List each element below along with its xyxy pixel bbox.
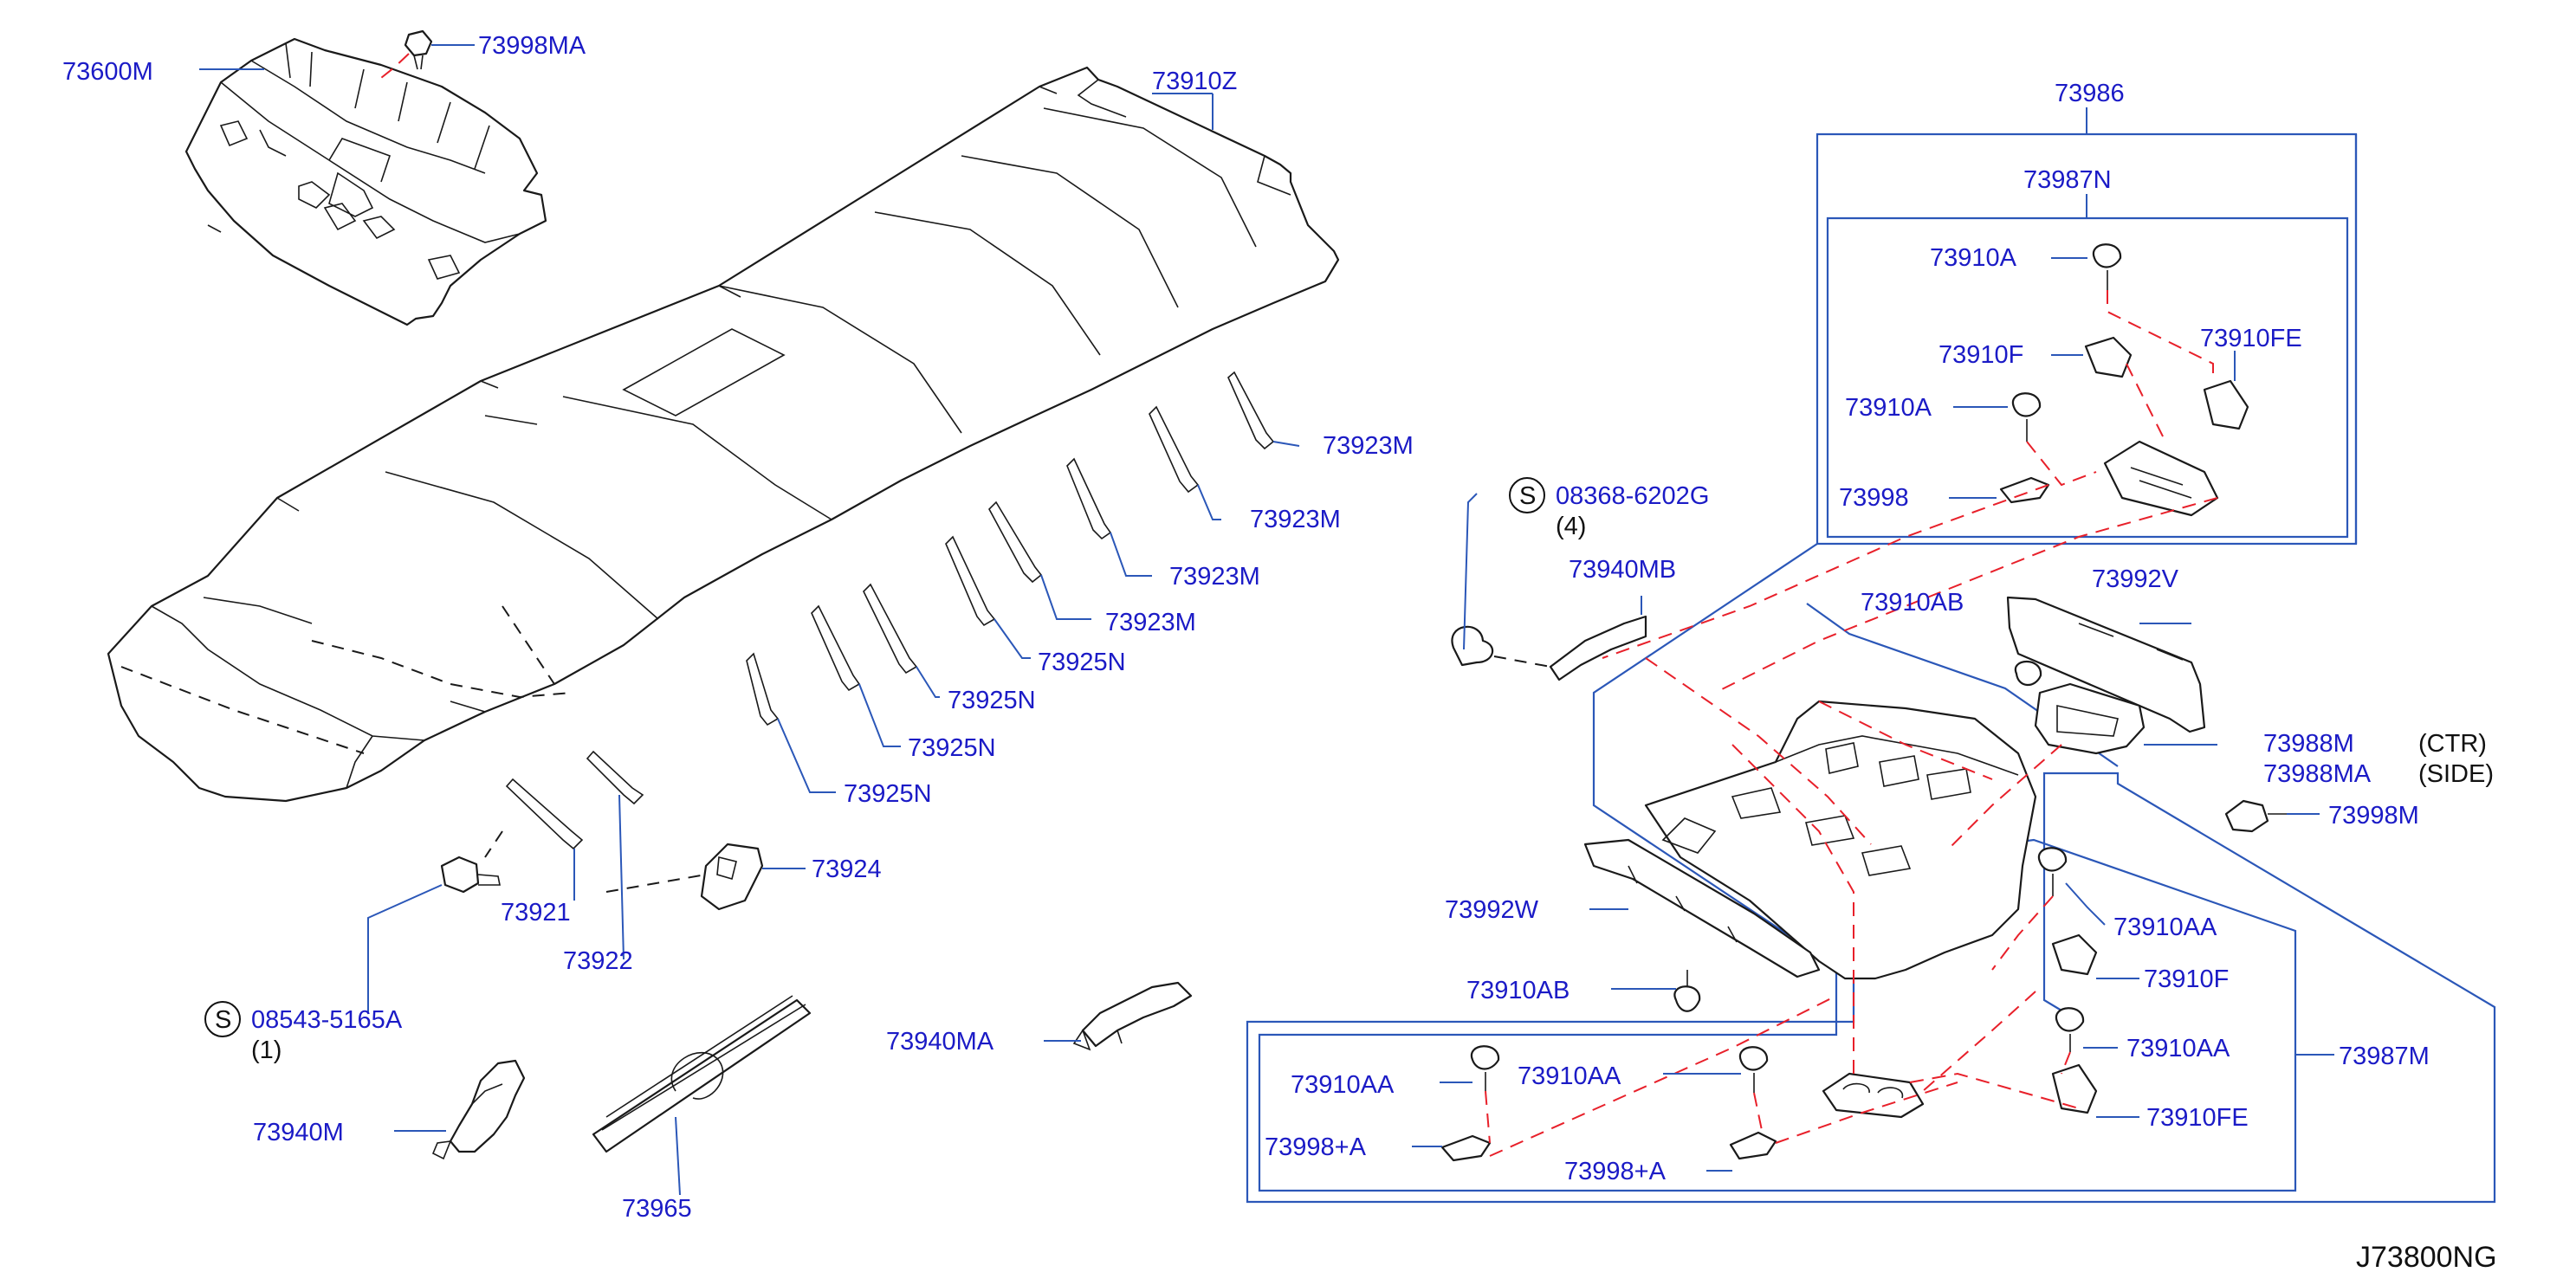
label-73910a-2: 73910A xyxy=(1845,394,1932,422)
fastener-73910aa-c xyxy=(2037,847,2068,896)
label-73923m-1: 73923M xyxy=(1323,432,1414,460)
box-73987n xyxy=(1826,194,2349,539)
screw-08368 xyxy=(1451,625,1551,668)
leader-lines xyxy=(199,44,2320,1196)
label-08368: 08368-6202G xyxy=(1556,482,1709,510)
s-mark-08543 xyxy=(204,1001,241,1037)
fastener-73910aa-b xyxy=(1738,1046,1769,1093)
label-73910aa-4: 73910AA xyxy=(2126,1035,2230,1062)
assembly-lines xyxy=(1485,290,2218,1157)
label-73910ab-1: 73910AB xyxy=(1861,589,1964,617)
overhead-console-73986 xyxy=(1644,700,2037,980)
box-73987m xyxy=(1258,838,2334,1192)
label-73992w: 73992W xyxy=(1445,896,1539,924)
label-73986: 73986 xyxy=(2055,80,2125,107)
rear-panel-73600m xyxy=(184,37,547,326)
label-73910aa-3: 73910AA xyxy=(2113,914,2217,941)
label-08543-qty: (1) xyxy=(251,1036,282,1064)
handle-73940mb xyxy=(1549,615,1647,681)
label-73988ma: 73988MA xyxy=(2263,760,2372,788)
label-73910fe-1: 73910FE xyxy=(2200,325,2302,352)
clip-73998ma-top xyxy=(380,29,433,79)
label-73987n: 73987N xyxy=(2023,166,2112,194)
clip-73910f-upper xyxy=(2084,336,2133,378)
label-73924: 73924 xyxy=(812,856,882,883)
handle-73940ma xyxy=(1072,981,1193,1051)
clip-73910ab-lower xyxy=(1673,970,1701,1012)
label-73910aa-1: 73910AA xyxy=(1291,1071,1395,1099)
label-73998ma-top: 73998MA xyxy=(478,32,586,60)
clip-73998pa-b xyxy=(1729,1131,1777,1160)
label-73910z: 73910Z xyxy=(1152,68,1237,95)
clip-73910fe-upper xyxy=(2203,379,2249,430)
label-73987m: 73987M xyxy=(2339,1043,2430,1070)
headlining-73910z xyxy=(107,66,1340,803)
clip-73910ab-upper xyxy=(2014,661,2042,687)
handle-73940m xyxy=(431,1059,526,1160)
label-73923m-2: 73923M xyxy=(1250,506,1341,533)
screw-08543 xyxy=(440,856,501,894)
label-73940ma: 73940MA xyxy=(886,1028,994,1056)
label-ctr: (CTR) xyxy=(2418,730,2487,758)
label-73923m-3: 73923M xyxy=(1169,563,1260,591)
label-73998pa-1: 73998+A xyxy=(1265,1133,1367,1161)
label-73925n-4: 73925N xyxy=(844,780,932,808)
strap-73923m-group xyxy=(988,371,1275,584)
clip-73998pa-a xyxy=(1440,1134,1492,1162)
label-73910aa-2: 73910AA xyxy=(1518,1062,1621,1090)
clip-73998-upper xyxy=(1999,476,2050,504)
label-73998m: 73998M xyxy=(2328,802,2419,830)
label-08543: 08543-5165A xyxy=(251,1006,403,1034)
label-73965: 73965 xyxy=(622,1195,692,1223)
s-mark-08368 xyxy=(1509,477,1545,513)
label-08368-qty: (4) xyxy=(1556,513,1586,540)
label-73910a-1: 73910A xyxy=(1930,244,2017,272)
label-73988m: 73988M xyxy=(2263,730,2354,758)
fastener-73910a-a xyxy=(2092,243,2122,290)
label-73998: 73998 xyxy=(1839,484,1909,512)
label-73940m: 73940M xyxy=(253,1119,344,1146)
box-73986-outline xyxy=(1246,134,2496,1204)
diagram-code: J73800NG xyxy=(2356,1241,2497,1274)
clip-73924 xyxy=(605,843,764,911)
label-73910f-1: 73910F xyxy=(1938,341,2023,369)
label-73910fe-2: 73910FE xyxy=(2146,1104,2249,1132)
bracket-73992w xyxy=(1583,838,1821,978)
fastener-73910aa-d xyxy=(2055,1007,2085,1052)
s-mark-08368-letter: S xyxy=(1519,482,1536,510)
s-mark-08543-letter: S xyxy=(215,1006,231,1034)
clip-73910f-lower xyxy=(2051,933,2098,976)
strap-73925n-group xyxy=(746,535,996,726)
lamp-73988m xyxy=(2034,682,2146,755)
label-73925n-1: 73925N xyxy=(1038,649,1126,676)
clip-73910fe-lower xyxy=(2051,1063,2098,1114)
label-73922: 73922 xyxy=(563,947,633,975)
label-73925n-3: 73925N xyxy=(908,734,996,762)
weatherstrip-73965 xyxy=(592,995,812,1153)
fastener-73910aa-a xyxy=(1470,1045,1500,1091)
label-side: (SIDE) xyxy=(2418,760,2494,788)
label-73992v: 73992V xyxy=(2092,565,2179,593)
fastener-73910a-b xyxy=(2011,392,2042,442)
label-73998pa-2: 73998+A xyxy=(1564,1158,1667,1185)
label-73910f-2: 73910F xyxy=(2144,965,2229,993)
lamp-upper xyxy=(2103,440,2219,517)
bracket-73992v xyxy=(2006,596,2206,733)
label-73921: 73921 xyxy=(501,899,571,927)
label-73925n-2: 73925N xyxy=(948,687,1036,714)
label-73910ab-2: 73910AB xyxy=(1466,977,1570,1004)
clip-73998m xyxy=(2224,799,2287,833)
map-lamp-lower xyxy=(1822,1072,1925,1119)
label-73600m: 73600M xyxy=(62,58,153,86)
label-73923m-4: 73923M xyxy=(1105,609,1196,636)
label-73940mb: 73940MB xyxy=(1569,556,1676,584)
